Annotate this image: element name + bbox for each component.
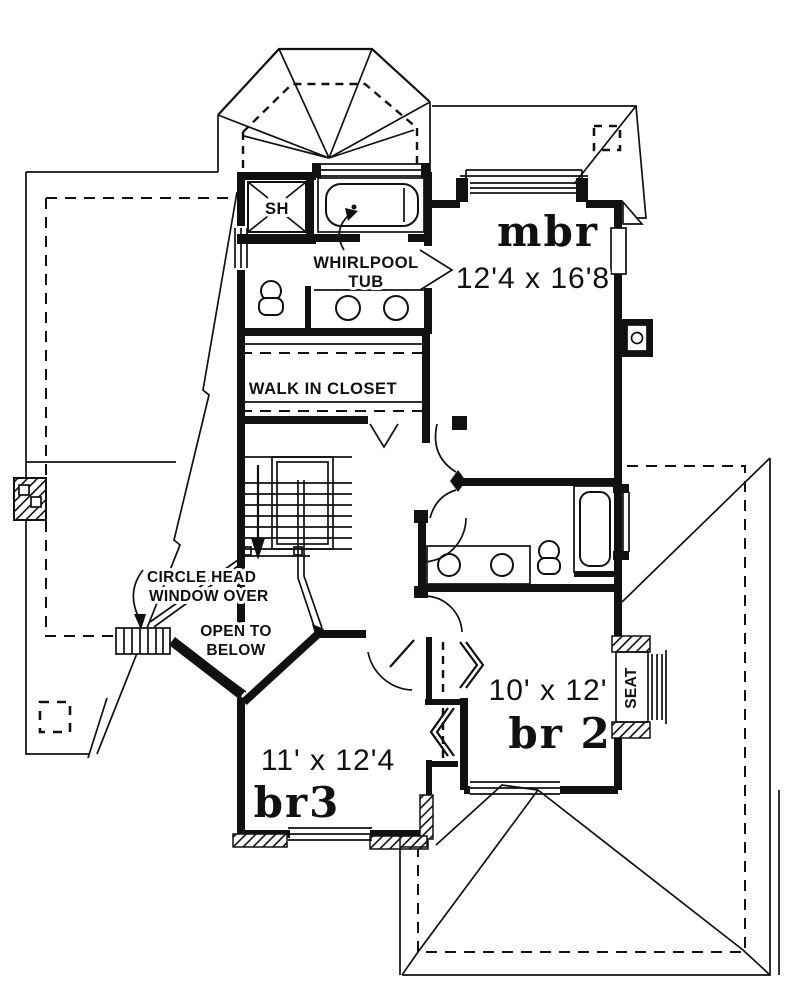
chimney-icon [13,477,47,521]
mbr-name: mbr [497,207,599,256]
br3-dims: 11' x 12'4 [261,744,395,777]
text-labels: SH WHIRLPOOL TUB mbr 12'4 x 16'8 WALK IN… [144,197,643,831]
sink-icon [383,295,409,321]
left-roof-outline [25,171,238,759]
sink-icon [335,295,361,321]
shower-stall [247,181,307,233]
whirlpool-label-line2: TUB [348,273,383,291]
sink-icon [437,553,461,577]
circle-head-label-line2: WINDOW OVER [149,588,269,605]
bath1-vanity [314,289,428,321]
walk-in-closet-label: WALK IN CLOSET [249,380,397,398]
open-to-below-label-line1: OPEN TO [200,623,272,640]
closet-shelves [241,343,424,412]
br2-dims: 10' x 12' [489,674,608,707]
chimney-dashed-icon [592,124,622,152]
door-flag-icon [369,423,399,449]
bath2-fixtures [426,485,617,585]
circle-head-window [115,559,247,699]
seat-label: SEAT [623,667,640,709]
toilet-icon [537,557,561,575]
br3-name: br3 [254,778,341,827]
whirlpool-tub [317,177,425,233]
open-to-below-label-line2: BELOW [206,642,265,659]
staircase [241,456,352,641]
windows [234,163,653,841]
mbr-dims: 12'4 x 16'8 [456,262,610,295]
bathtub-icon [579,491,611,567]
down-arrow-icon [251,465,265,560]
circle-head-label-line1: CIRCLE HEAD [147,569,256,586]
door-flag-icon [419,249,454,291]
flue-box-icon [621,319,653,357]
whirlpool-label-line1: WHIRLPOOL [313,254,418,272]
br2-name: br 2 [508,709,611,758]
hatched-wall-stubs [232,794,434,850]
roof-dashed-square-icon [38,700,72,734]
shower-label: SH [265,200,289,218]
toilet-icon [258,280,284,316]
sink-icon [490,553,514,577]
turret-roof [217,47,431,172]
bath2-vanity [426,545,531,585]
leader-arrows [132,208,358,630]
doors [367,249,485,760]
top-right-roof [432,105,647,225]
right-and-bottom-roof [399,457,780,976]
window-seat [611,635,667,739]
